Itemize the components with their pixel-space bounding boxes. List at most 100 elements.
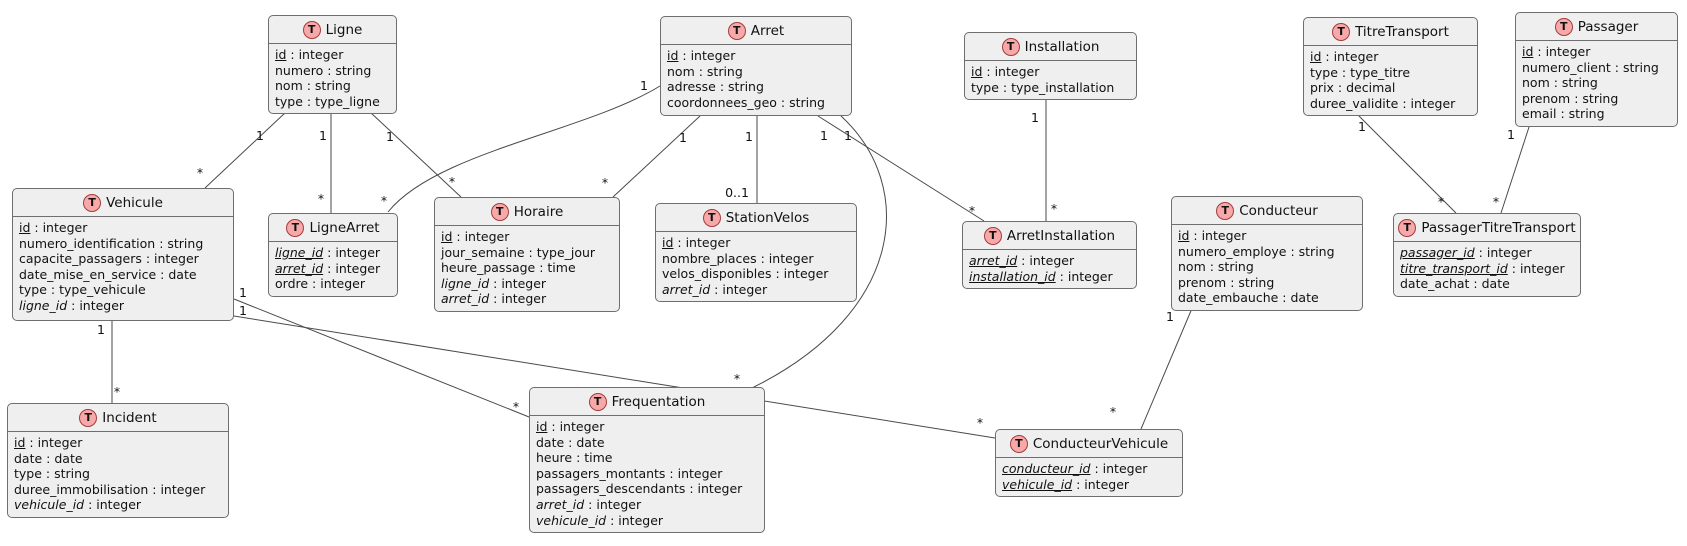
attr-name: prenom — [1522, 90, 1571, 106]
multiplicity-label: 1 — [640, 78, 648, 93]
attr-row: id : integer — [275, 47, 390, 63]
attr-name: arret_id — [969, 253, 1018, 268]
attr-type: : integer — [1017, 253, 1075, 268]
attr-name: coordonnees_geo — [667, 94, 777, 110]
attr-row: coordonnees_geo : string — [667, 95, 845, 111]
attr-type: : integer — [1055, 268, 1113, 284]
multiplicity-label: * — [318, 191, 324, 206]
attr-name: date — [536, 434, 565, 450]
attr-type: : date — [156, 266, 197, 282]
attr-row: numero_employe : string — [1178, 244, 1356, 260]
attr-type: : type_jour — [524, 244, 596, 260]
attr-name: conducteur_id — [1002, 461, 1091, 476]
multiplicity-label: 1 — [97, 322, 105, 337]
multiplicity-label: * — [197, 165, 203, 180]
attr-type: : integer — [323, 245, 381, 260]
attr-row: passagers_descendants : integer — [536, 481, 758, 497]
attr-name: type — [971, 79, 999, 95]
table-icon: T — [83, 193, 102, 212]
attr-row: heure_passage : time — [441, 260, 613, 276]
table-title: Conducteur — [1239, 202, 1318, 219]
attr-row: vehicule_id : integer — [1002, 477, 1176, 493]
relationship-edge-ligne-horaire — [369, 111, 462, 198]
attr-name: ligne_id — [275, 245, 324, 260]
attr-name: adresse — [667, 79, 716, 95]
attr-type: : date — [1469, 276, 1510, 292]
multiplicity-label: * — [1438, 194, 1444, 209]
attr-type: : string — [302, 78, 351, 94]
multiplicity-label: 1 — [820, 128, 828, 143]
attr-type: : integer — [756, 250, 814, 266]
table-icon: T — [79, 408, 98, 427]
attr-name: email — [1522, 106, 1557, 122]
attr-type: : integer — [673, 235, 731, 250]
attr-name: vehicule_id — [536, 512, 607, 528]
attr-type: : date — [42, 450, 83, 466]
attr-name: jour_semaine — [441, 244, 525, 260]
relationship-edge-conducteur-conducteurvehicule — [1140, 305, 1194, 430]
attr-row: prenom : string — [1522, 91, 1671, 107]
attr-type: : integer — [547, 419, 605, 434]
attr-type: : integer — [30, 220, 88, 235]
table-icon: T — [302, 20, 321, 39]
attr-type: : integer — [1474, 245, 1532, 260]
attr-type: : string — [1549, 75, 1598, 91]
multiplicity-label: 1 — [256, 128, 264, 143]
attr-row: type : type_ligne — [275, 94, 390, 110]
attr-row: date : date — [536, 435, 758, 451]
attr-row: type : type_titre — [1310, 65, 1471, 81]
attr-name: duree_validite — [1310, 95, 1399, 111]
table-title: ArretInstallation — [1006, 227, 1116, 244]
attr-name: capacite_passagers — [19, 251, 142, 267]
attr-name: id — [19, 220, 31, 235]
attr-row: numero_client : string — [1522, 60, 1671, 76]
attr-name: id — [1522, 44, 1534, 59]
table-title: Arret — [750, 22, 785, 39]
attr-name: installation_id — [969, 268, 1056, 284]
attr-type: : type_titre — [1337, 64, 1411, 80]
attr-type: : integer — [452, 229, 510, 244]
attr-name: velos_disponibles — [662, 266, 772, 282]
attr-type: : integer — [685, 481, 743, 497]
table-title: TitreTransport — [1355, 23, 1449, 40]
attr-row: duree_validite : integer — [1310, 96, 1471, 112]
multiplicity-label: 1 — [1031, 110, 1039, 125]
multiplicity-label: 1 — [239, 285, 247, 300]
table-icon: T — [1398, 218, 1417, 237]
attr-type: : time — [572, 450, 613, 466]
attr-name: nom — [1178, 259, 1206, 275]
attr-name: arret_id — [441, 291, 490, 307]
attr-name: nom — [667, 63, 695, 79]
table-icon: T — [702, 208, 721, 227]
attr-name: arret_id — [662, 281, 711, 297]
attr-type: : integer — [286, 47, 344, 62]
attr-type: : integer — [1072, 476, 1130, 492]
attr-name: id — [1178, 228, 1190, 243]
table-icon: T — [1001, 37, 1020, 56]
attr-name: date — [14, 450, 43, 466]
attr-name: id — [971, 64, 983, 79]
attr-type: : integer — [489, 275, 547, 291]
attr-type: : string — [715, 79, 764, 95]
attr-row: arret_id : integer — [536, 497, 758, 513]
